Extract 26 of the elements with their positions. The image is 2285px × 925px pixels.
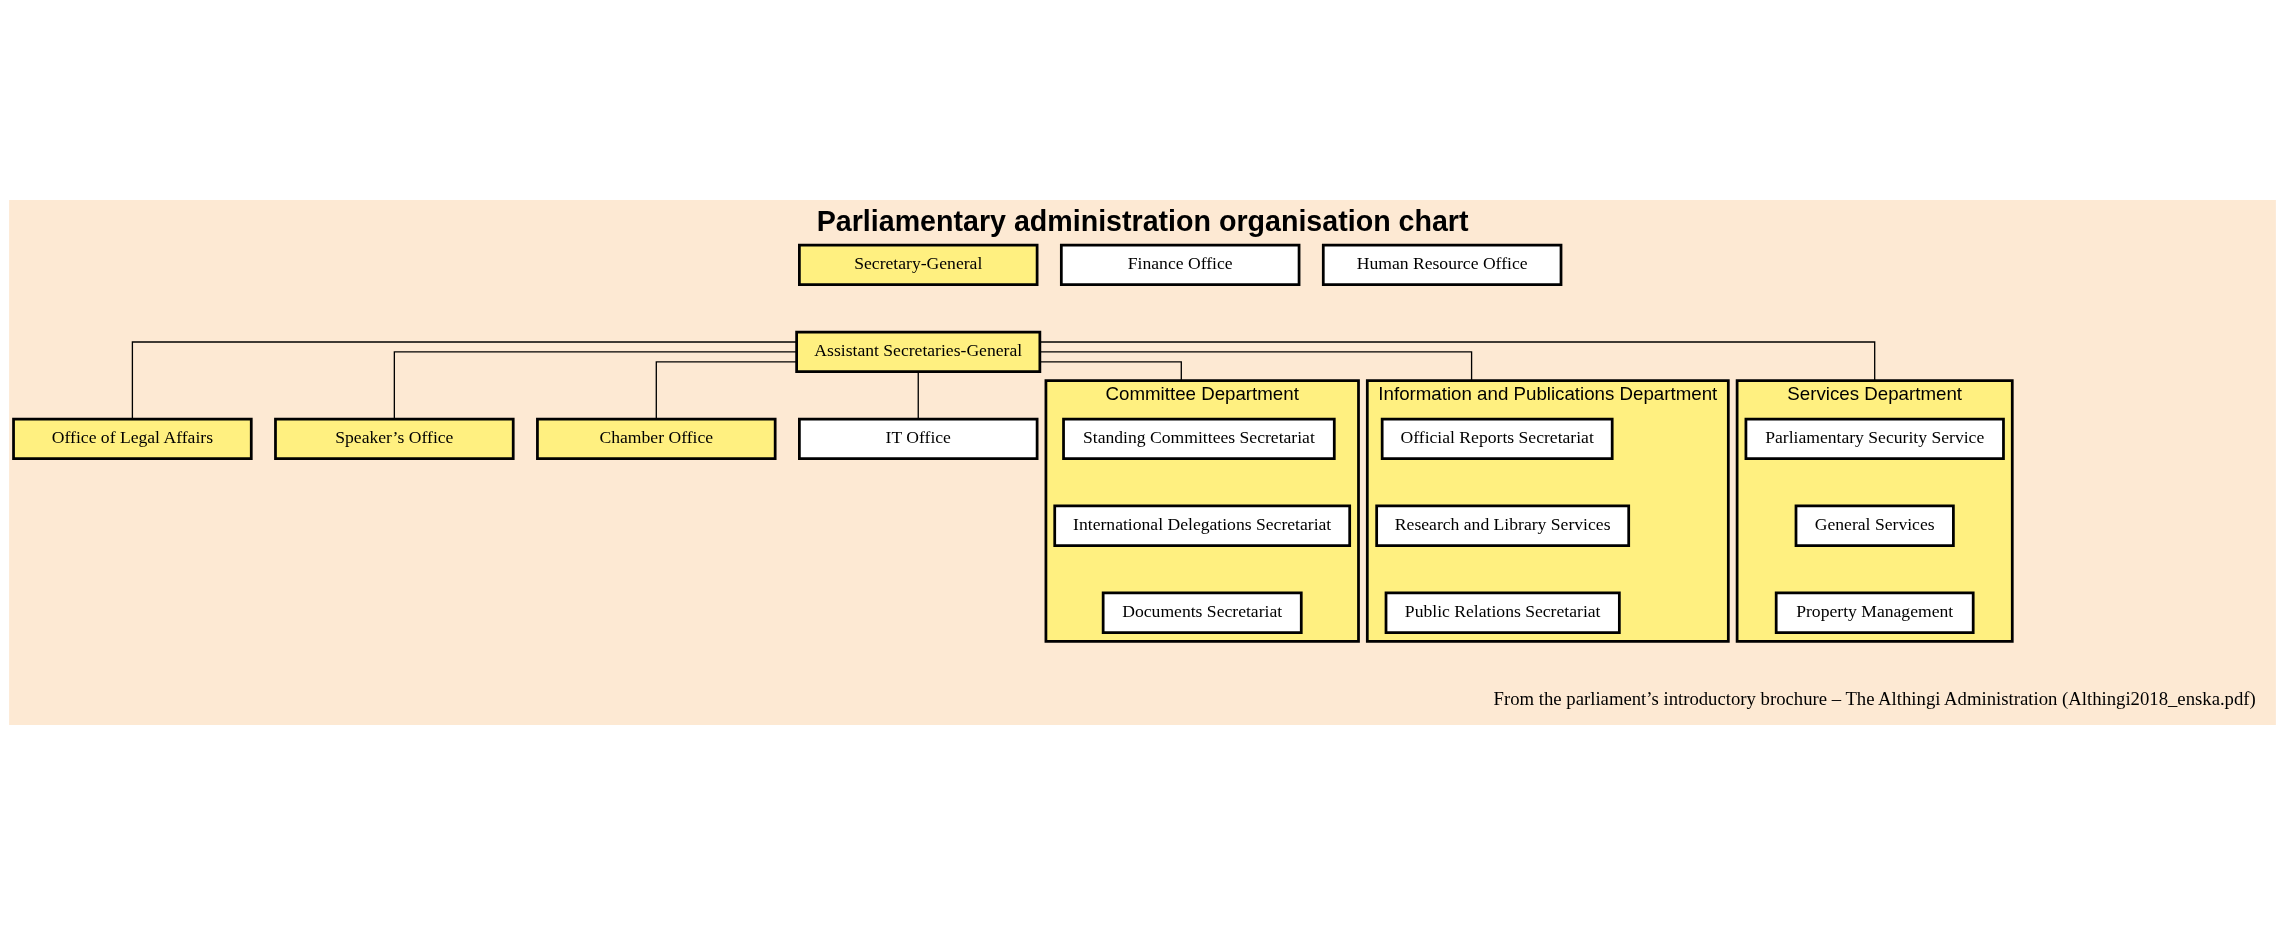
connector	[1039, 341, 1876, 382]
node-box: Official Reports Secretariat	[1380, 417, 1614, 461]
node-box: Public Relations Secretariat	[1384, 591, 1621, 634]
node-box: Standing Committees Secretariat	[1062, 417, 1336, 461]
connector	[393, 351, 798, 420]
connector	[655, 361, 798, 420]
node-box: Research and Library Services	[1375, 504, 1631, 547]
connector	[1039, 351, 1473, 382]
connector	[1039, 361, 1182, 382]
connector	[917, 371, 919, 420]
node-box: Speaker’s Office	[274, 417, 515, 461]
node-box: Human Resource Office	[1321, 243, 1563, 287]
node-box: Secretary-General	[798, 243, 1039, 287]
diagram-title: Parliamentary administration organisation chart	[816, 204, 1469, 237]
node-box: Parliamentary Security Service	[1744, 417, 2005, 461]
caption: From the parliament’s introductory brochure – The Althingi Administration (Althingi2018_enska.pdf)	[1493, 687, 2256, 709]
node-box: Documents Secretariat	[1101, 591, 1303, 634]
node-box: IT Office	[798, 417, 1039, 461]
node-box: Finance Office	[1059, 243, 1301, 287]
node-box: General Services	[1794, 504, 1955, 547]
connector	[131, 341, 797, 420]
node-box: Office of Legal Affairs	[12, 417, 253, 461]
node-box: Chamber Office	[536, 417, 777, 461]
node-box: International Delegations Secretariat	[1053, 504, 1352, 547]
node-box: Property Management	[1774, 591, 1975, 634]
node-box: Assistant Secretaries-General	[795, 330, 1042, 374]
